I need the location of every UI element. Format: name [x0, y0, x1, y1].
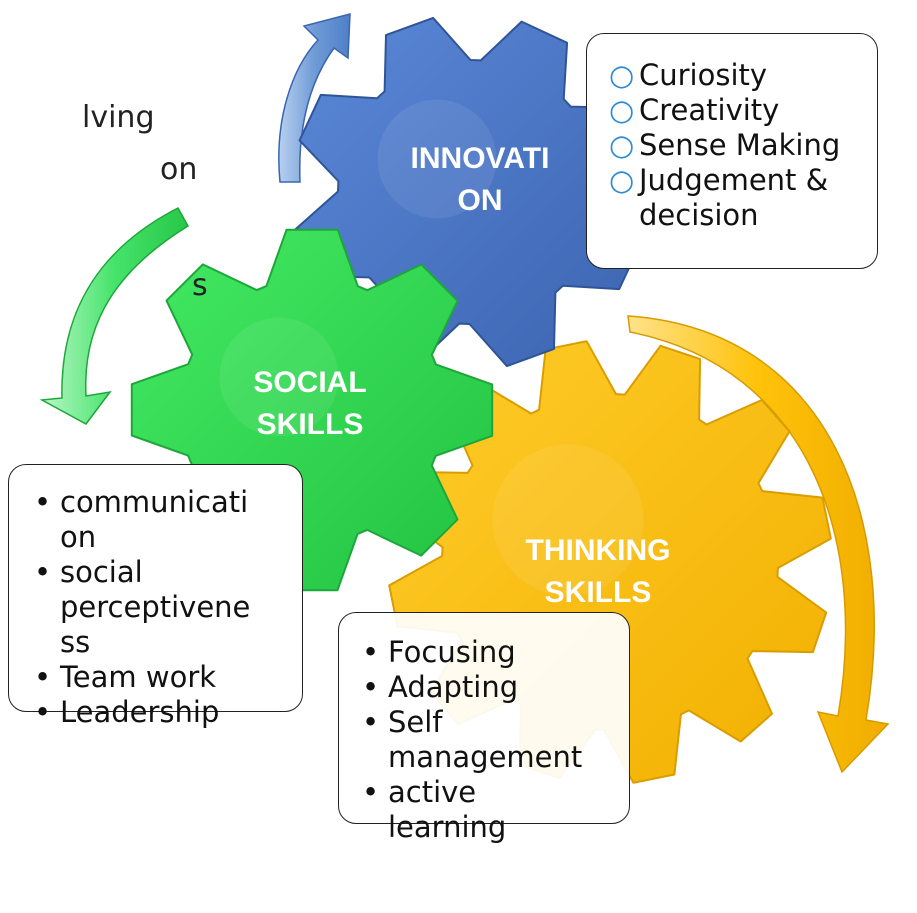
bullet-icon: • [362, 670, 380, 704]
social-skills-box [8, 464, 303, 712]
gear-yellow-highlight [492, 444, 644, 596]
innovation-label-line1: INNOVATI [411, 142, 550, 175]
social-skill-item: •Leadership [34, 695, 220, 729]
bullet-icon: • [34, 485, 52, 519]
bullet-icon: • [34, 660, 52, 694]
bullet-icon: • [362, 705, 380, 739]
thinking-skill-item: •Adapting [362, 670, 519, 704]
gear-blue-highlight [377, 99, 497, 219]
thinking-skills-box [338, 612, 630, 824]
innovation-box [586, 33, 878, 269]
innovation-label-line2: ON [458, 184, 503, 217]
bullet-icon: • [34, 555, 52, 589]
innovation-item: ○Sense Making [609, 128, 841, 162]
innovation-item: decision [639, 198, 759, 232]
bullet-icon: • [34, 695, 52, 729]
clipped-text-2: on [160, 152, 198, 187]
ring-bullet-icon: ○ [609, 93, 635, 127]
ring-bullet-icon: ○ [609, 58, 635, 92]
bullet-icon: • [362, 775, 380, 809]
gear-green-highlight [219, 317, 339, 437]
social-label-line1: SOCIAL [253, 366, 366, 399]
thinking-label-line1: THINKING [526, 534, 671, 567]
innovation-item: ○Curiosity [609, 58, 768, 92]
bullet-icon: • [362, 635, 380, 669]
ring-bullet-icon: ○ [609, 128, 635, 162]
thinking-label-line2: SKILLS [545, 576, 652, 609]
social-label-line2: SKILLS [257, 408, 364, 441]
innovation-item: ○Creativity [609, 93, 780, 127]
thinking-skill-item: •Focusing [362, 635, 516, 669]
ring-bullet-icon: ○ [609, 163, 635, 197]
innovation-item: ○Judgement & [609, 163, 829, 197]
green-cycle-arrow [39, 207, 190, 425]
clipped-text-1: lving [82, 100, 155, 135]
social-skill-item: •Team work [34, 660, 217, 694]
clipped-text-3: s [192, 268, 208, 303]
innovation-list: ○Curiosity ○Creativity ○Sense Making ○Ju… [609, 58, 909, 233]
